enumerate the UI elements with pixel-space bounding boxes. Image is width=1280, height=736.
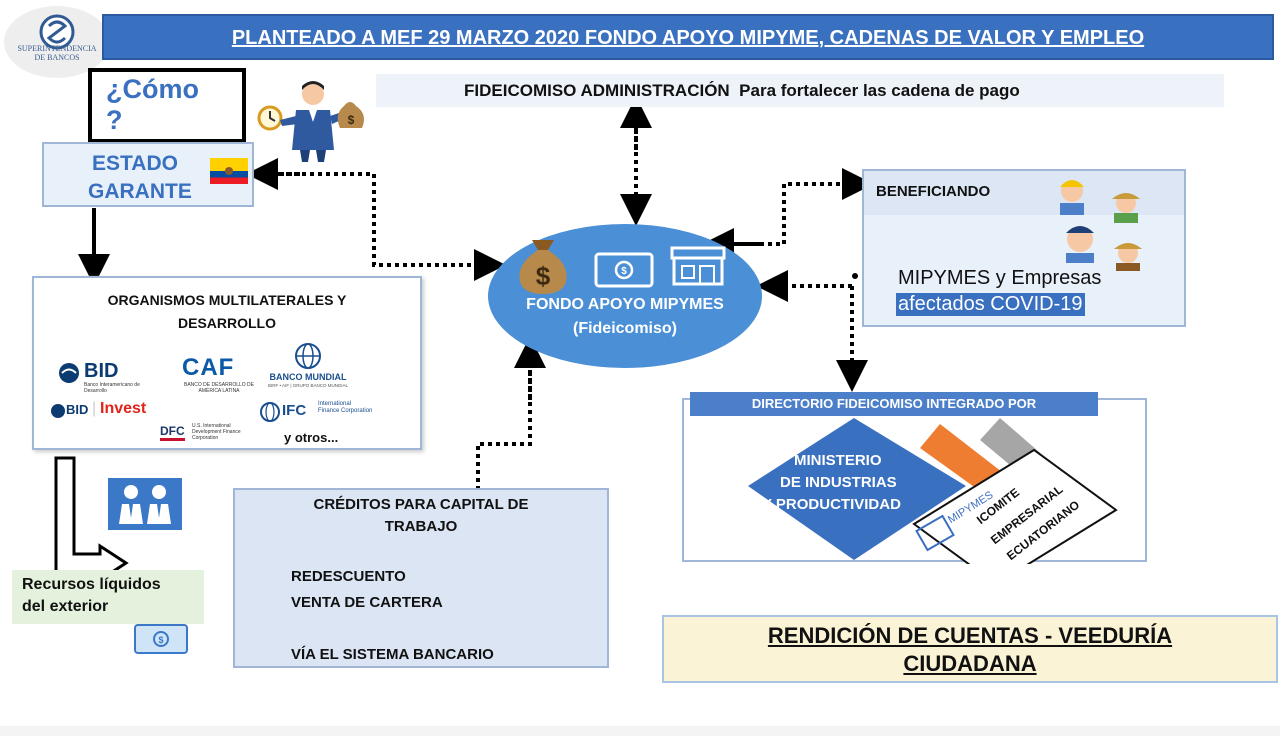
mipymes-small-icon [915,514,955,552]
beneficiando-title: BENEFICIANDO [876,183,991,200]
ministerio-diamond [748,418,966,560]
bid-invest-a: BID [66,402,89,417]
ministerio-line2: DE INDUSTRIAS [780,474,897,491]
creditos-title-line2: TRABAJO [384,518,458,535]
como-line1: ¿Cómo [106,74,199,104]
svg-text:$: $ [621,266,627,277]
money-bag-icon: $ [519,240,567,294]
ifc-globe-icon [260,402,280,422]
creditos-item2: VENTA DE CARTERA [291,594,443,611]
rendicion-box: RENDICIÓN DE CUENTAS - VEEDURÍA CIUDADAN… [662,615,1278,683]
rendicion-line1: RENDICIÓN DE CUENTAS - VEEDURÍA [767,623,1173,648]
businessman-icon: $ [257,81,364,162]
fideicomiso-admin-subtitle: Para fortalecer las cadena de pago [739,81,1020,100]
organismos-title-line1: ORGANISMOS MULTILATERALES Y [107,292,347,308]
banco-mundial-text: BANCO MUNDIAL [269,372,347,382]
svg-text:$: $ [158,635,163,645]
como-question: ¿Cómo ? [106,74,236,136]
bid-invest-logo: BID | Invest [50,400,176,422]
bid-logo-sub: Banco Interamericano de Desarrollo [84,382,140,394]
creditos-title-line1: CRÉDITOS PARA CAPITAL DE [313,496,529,513]
workers-icon [1060,180,1142,271]
banco-mundial-logo: BANCO MUNDIAL BIRF • AIF | GRUPO BANCO M… [260,342,356,390]
arrow-beneficiando-fondo [720,168,874,246]
logo-text-line1: SUPERINTENDENCIA [17,44,97,53]
superintendencia-logo [4,6,110,78]
como-box: ¿Cómo ? [88,68,246,143]
svg-text:$: $ [348,113,355,127]
ecuador-flag-icon [210,158,248,184]
bid-logo-text: BID [84,360,119,382]
caf-logo: CAF BANCO DE DESARROLLO DE AMÉRICA LATIN… [174,354,264,394]
directorio-shapes [748,418,1118,564]
beneficiando-line2: afectados COVID-19 [896,293,1085,316]
ifc-sub2: Finance Corporation [318,408,373,414]
dfc-sub: U.S. International Development Finance C… [192,423,241,441]
dfc-text: DFC [160,424,185,441]
estado-line2: GARANTE [88,180,192,203]
caf-logo-sub: BANCO DE DESARROLLO DE AMÉRICA LATINA [183,382,255,394]
ministerio-line1: MINISTERIO [794,452,882,469]
orange-bar [920,424,1002,494]
globe-icon [295,343,321,369]
creditos-box: CRÉDITOS PARA CAPITAL DE TRABAJO REDESCU… [233,488,609,668]
ifc-text: IFC [282,402,307,419]
logo-text-line2: DE BANCOS [34,53,80,62]
comite-box [912,448,1118,564]
dfc-logo: DFC U.S. International Development Finan… [160,422,260,444]
ifc-logo: IFC International Finance Corporation [260,400,390,424]
estado-garante-box: ESTADO GARANTE [42,142,254,207]
creditos-item1: REDESCUENTO [291,568,406,585]
arrow-estado-fondo [262,172,506,281]
caf-logo-text: CAF [182,354,235,381]
bid-invest-b: Invest [100,400,147,417]
ministerio-line3: Y PRODUCTIVIDAD [762,496,901,513]
rendicion-line2: CIUDADANA [903,651,1037,676]
store-icon [670,246,726,286]
fondo-apoyo-ellipse: $ $ FONDO APOYO MIPYMES (Fideicomiso) [488,224,762,368]
como-line2: ? [106,105,123,135]
fondo-line2: (Fideicomiso) [572,320,677,337]
bid-invest-separator: | [92,400,97,417]
recursos-line2: del exterior [22,598,109,615]
organismos-title-line2: DESARROLLO [178,315,276,331]
fondo-line1: FONDO APOYO MIPYMES [526,296,724,313]
logo-emblem-icon [39,14,75,50]
ifc-sub1: International [318,401,352,407]
bottom-strip [0,726,1280,736]
fideicomiso-admin-title: FIDEICOMISO ADMINISTRACIÓN Para fortalec… [464,81,1020,101]
bid-logo-icon [59,363,79,383]
fideicomiso-admin-title-text: FIDEICOMISO ADMINISTRACIÓN [464,81,730,100]
logo-text: SUPERINTENDENCIA DE BANCOS [4,44,110,62]
page-title: PLANTEADO A MEF 29 MARZO 2020 FONDO APOY… [231,27,1145,49]
directorio-box: DIRECTORIO FIDEICOMISO INTEGRADO POR MIN… [682,392,1147,564]
banknote-icon: $ [594,252,654,288]
beneficiando-line1: MIPYMES y Empresas [898,267,1102,289]
banco-mundial-sub: BIRF • AIF | GRUPO BANCO MUNDIAL [267,383,348,388]
banknote-icon: $ [134,624,188,654]
recursos-box: Recursos líquidos del exterior [12,570,204,624]
fideicomiso-administracion-box: FIDEICOMISO ADMINISTRACIÓN Para fortalec… [376,74,1224,107]
svg-text:$: $ [536,261,551,291]
directorio-title: DIRECTORIO FIDEICOMISO INTEGRADO POR [690,392,1098,416]
organismos-box: ORGANISMOS MULTILATERALES Y DESARROLLO B… [32,276,422,450]
organismos-otros: y otros... [284,430,339,445]
bid-logo: BID Banco Interamericano de Desarrollo [56,358,150,394]
creditos-item3: VÍA EL SISTEMA BANCARIO [291,646,494,663]
beneficiando-box: BENEFICIANDO MIPYMES y Empresas afectado… [862,169,1186,327]
people-icon [108,478,182,530]
bid-invest-icon [51,404,65,418]
estado-line1: ESTADO [92,152,178,175]
header-banner: PLANTEADO A MEF 29 MARZO 2020 FONDO APOY… [102,14,1274,60]
recursos-line1: Recursos líquidos [22,576,161,593]
